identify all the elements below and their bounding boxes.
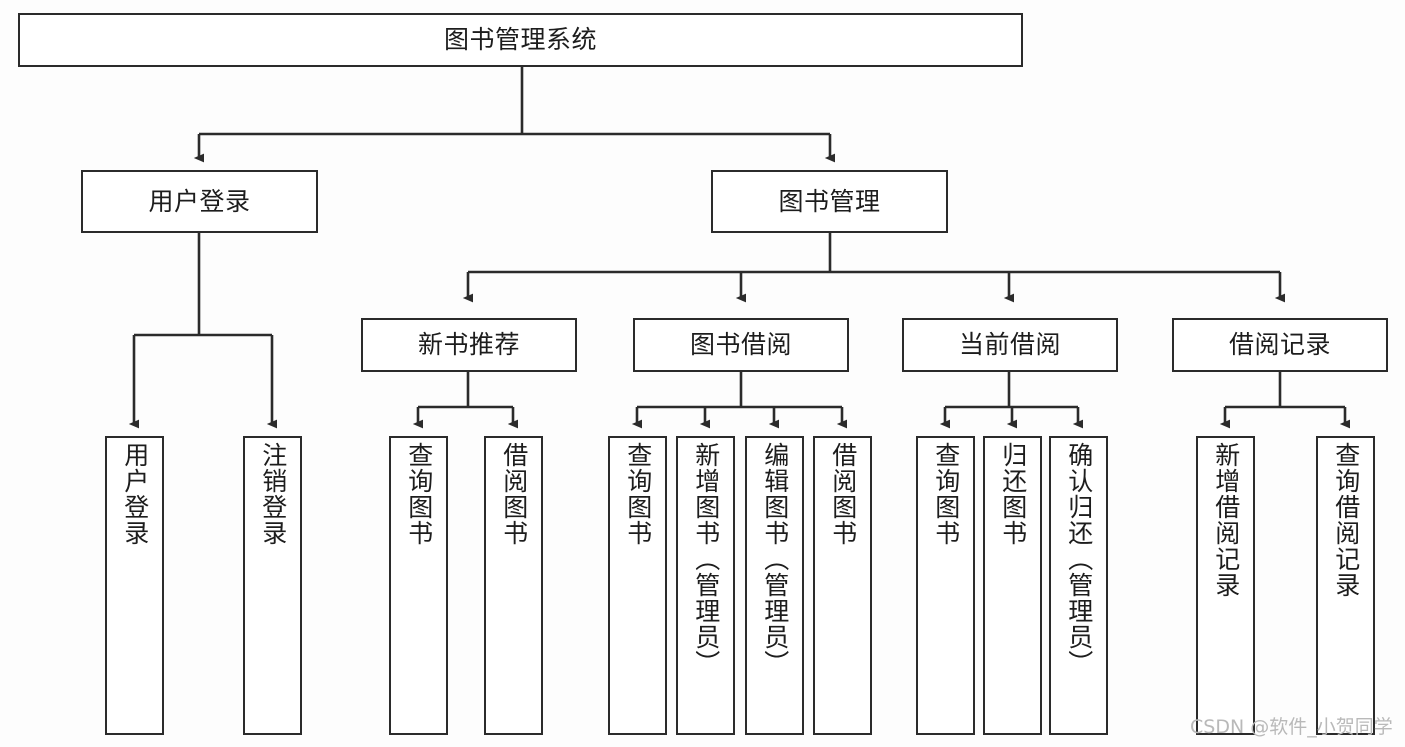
node-book-management[interactable]: 图书管理 xyxy=(711,170,948,233)
node-new-book-recommendation[interactable]: 新书推荐 xyxy=(361,318,577,372)
node-label: 新增借阅记录 xyxy=(1211,442,1241,598)
node-label: 查询图书 xyxy=(623,442,653,546)
node-leaf-query-books-recommend[interactable]: 查询图书 xyxy=(389,436,448,735)
node-label: 图书管理系统 xyxy=(443,25,597,54)
node-label: 借阅图书 xyxy=(828,442,858,546)
node-leaf-user-login[interactable]: 用户登录 xyxy=(105,436,164,735)
watermark: CSDN @软件_小贺同学 xyxy=(1190,716,1393,738)
node-root-book-management-system[interactable]: 图书管理系统 xyxy=(18,13,1023,67)
node-label: 借阅记录 xyxy=(1228,330,1331,359)
node-label: 查询借阅记录 xyxy=(1331,442,1361,598)
node-leaf-add-book-admin[interactable]: 新增图书（管理员） xyxy=(676,436,735,735)
node-label: 查询图书 xyxy=(404,442,434,546)
node-leaf-query-books-current[interactable]: 查询图书 xyxy=(916,436,975,735)
node-borrowing-record[interactable]: 借阅记录 xyxy=(1172,318,1388,372)
node-label: 注销登录 xyxy=(258,442,288,546)
node-label: 归还图书 xyxy=(998,442,1028,546)
node-leaf-edit-book-admin[interactable]: 编辑图书（管理员） xyxy=(745,436,804,735)
node-leaf-logout[interactable]: 注销登录 xyxy=(243,436,302,735)
node-current-borrowing[interactable]: 当前借阅 xyxy=(902,318,1118,372)
node-leaf-borrow-books-recommend[interactable]: 借阅图书 xyxy=(484,436,543,735)
node-user-login[interactable]: 用户登录 xyxy=(81,170,318,233)
node-label: 编辑图书（管理员） xyxy=(760,442,790,676)
node-label: 当前借阅 xyxy=(958,330,1061,359)
node-label: 借阅图书 xyxy=(499,442,529,546)
node-label: 图书借阅 xyxy=(689,330,792,359)
node-label: 新书推荐 xyxy=(417,330,520,359)
node-label: 确认归还（管理员） xyxy=(1064,442,1094,676)
node-leaf-query-borrow-record[interactable]: 查询借阅记录 xyxy=(1316,436,1375,735)
node-leaf-return-books[interactable]: 归还图书 xyxy=(983,436,1042,735)
node-leaf-confirm-return-admin[interactable]: 确认归还（管理员） xyxy=(1049,436,1108,735)
node-label: 查询图书 xyxy=(931,442,961,546)
node-leaf-query-books-borrow[interactable]: 查询图书 xyxy=(608,436,667,735)
node-label: 用户登录 xyxy=(120,442,150,546)
node-leaf-add-borrow-record[interactable]: 新增借阅记录 xyxy=(1196,436,1255,735)
node-leaf-borrow-books[interactable]: 借阅图书 xyxy=(813,436,872,735)
node-book-borrowing[interactable]: 图书借阅 xyxy=(633,318,849,372)
node-label: 图书管理 xyxy=(778,186,881,216)
node-label: 用户登录 xyxy=(148,186,251,216)
node-label: 新增图书（管理员） xyxy=(691,442,721,676)
